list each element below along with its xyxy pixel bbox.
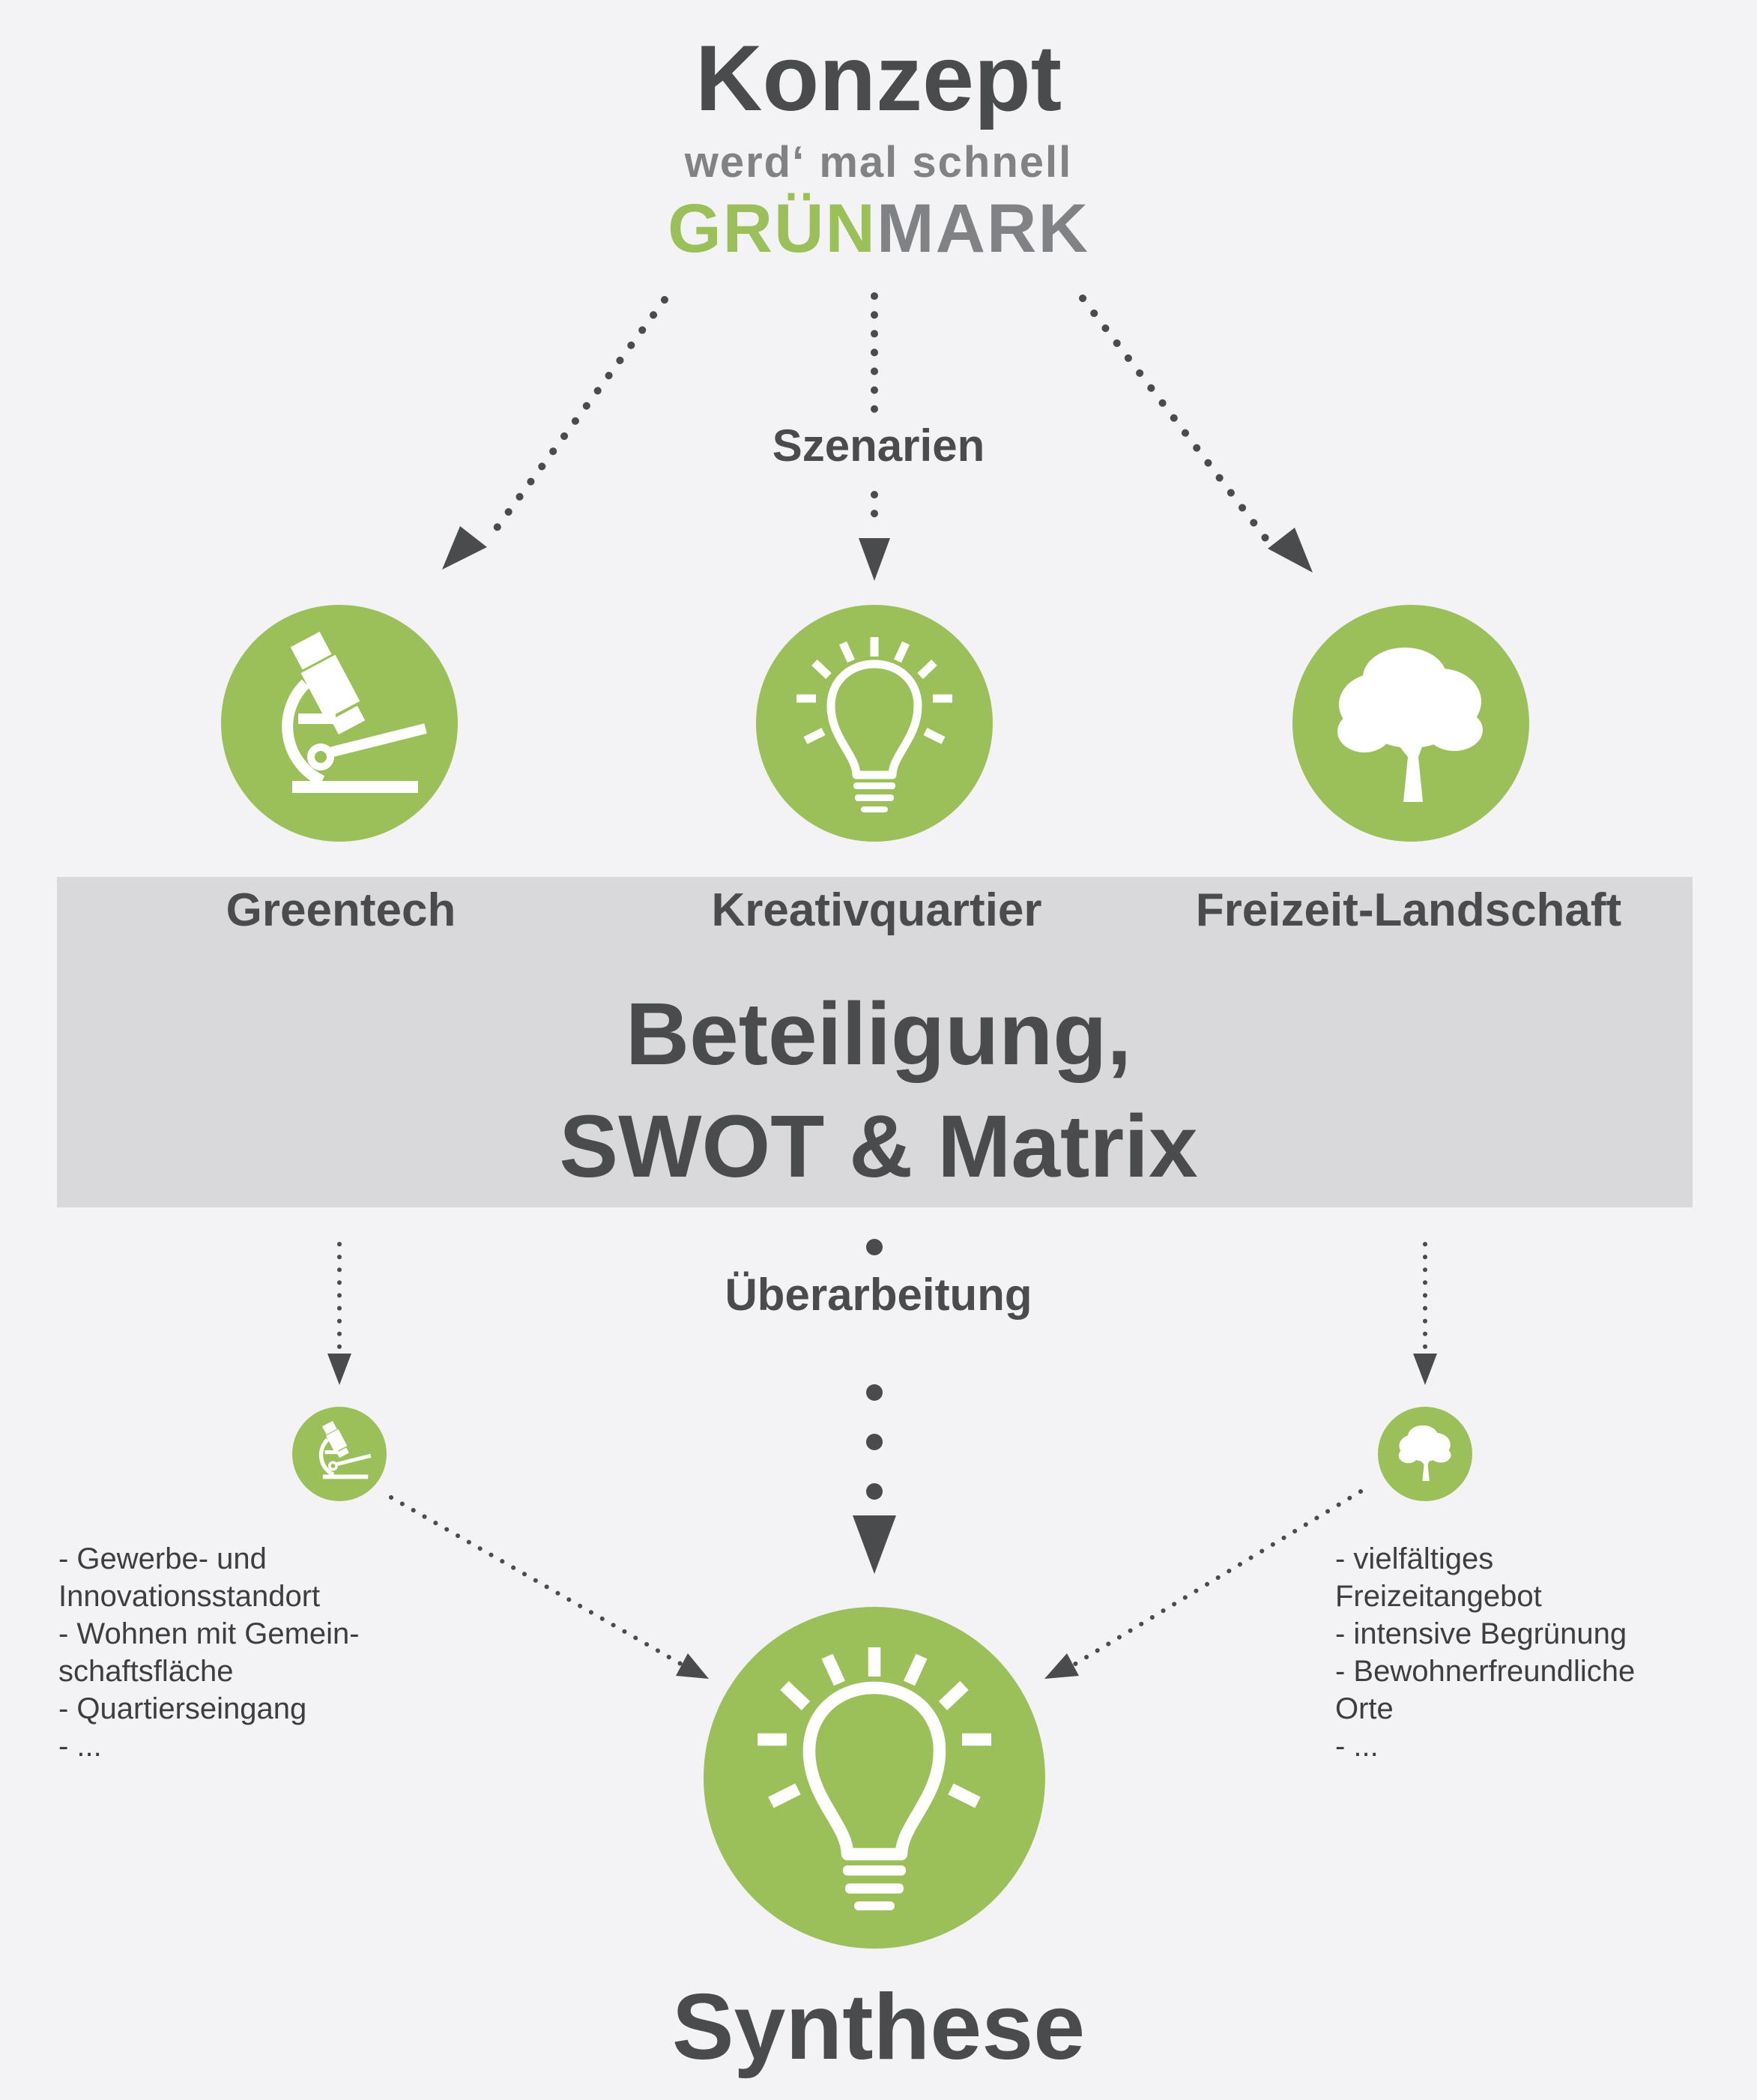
scenario-circle-freizeit bbox=[1292, 605, 1529, 842]
szenarien-label: Szenarien bbox=[772, 420, 985, 471]
brand-gray-part: MARK bbox=[876, 190, 1089, 267]
note-line: - Gewerbe- und bbox=[58, 1542, 267, 1575]
band-title-line1: Beteiligung, bbox=[625, 985, 1132, 1084]
note-line: Innovationsstandort bbox=[58, 1580, 321, 1613]
arrowhead-left-down bbox=[327, 1354, 351, 1385]
arrowhead-center-down bbox=[853, 1515, 896, 1574]
note-line: - ... bbox=[1335, 1730, 1379, 1763]
brand-logo: GRÜNMARK bbox=[0, 191, 1757, 266]
band-title: Beteiligung, SWOT & Matrix bbox=[0, 978, 1757, 1203]
ueberarbeitung-label: Überarbeitung bbox=[725, 1270, 1032, 1320]
arrowhead-right-down bbox=[1413, 1354, 1437, 1385]
arrowhead-to-synthese-right bbox=[1044, 1653, 1079, 1679]
brand-green-part: GRÜN bbox=[668, 190, 877, 267]
note-line: - Quartierseingang bbox=[58, 1692, 307, 1725]
participation-band bbox=[57, 877, 1693, 1207]
scenario-circle-greentech bbox=[221, 605, 458, 842]
note-line: schaftsfläche bbox=[58, 1655, 234, 1688]
band-title-line2: SWOT & Matrix bbox=[559, 1097, 1198, 1196]
note-line: Orte bbox=[1335, 1692, 1394, 1725]
note-line: - Bewohnerfreundliche bbox=[1335, 1655, 1636, 1688]
scenario-label-kreativquartier: Kreativquartier bbox=[711, 884, 1042, 936]
arrows-szenarien bbox=[442, 292, 1313, 581]
scenario-label-greentech: Greentech bbox=[226, 884, 456, 936]
notes-freizeit: - vielfältiges Freizeitangebot - intensi… bbox=[1335, 1540, 1725, 1765]
arrows-ueberarbeitung bbox=[327, 1239, 1437, 1679]
note-line: - ... bbox=[58, 1730, 102, 1763]
small-circle-greentech bbox=[292, 1407, 387, 1501]
synthese-circle bbox=[704, 1607, 1045, 1949]
note-line: - Wohnen mit Gemein- bbox=[58, 1617, 360, 1650]
tagline: werd‘ mal schnell bbox=[684, 138, 1073, 187]
small-circle-freizeit bbox=[1378, 1407, 1472, 1501]
note-line: - intensive Begrünung bbox=[1335, 1617, 1627, 1650]
notes-greentech: - Gewerbe- und Innovationsstandort - Woh… bbox=[58, 1540, 448, 1765]
arrowhead-center bbox=[859, 538, 890, 581]
note-line: Freizeitangebot bbox=[1335, 1580, 1542, 1613]
scenario-label-freizeit-landschaft: Freizeit-Landschaft bbox=[1195, 884, 1622, 936]
scenario-circle-kreativquartier bbox=[756, 605, 993, 842]
note-line: - vielfältiges bbox=[1335, 1542, 1494, 1575]
arrowhead-left bbox=[442, 526, 487, 570]
arrowhead-to-synthese-left bbox=[676, 1653, 709, 1679]
page-title: Konzept bbox=[695, 27, 1062, 130]
arrowhead-right bbox=[1268, 528, 1313, 573]
synthese-label: Synthese bbox=[671, 1976, 1086, 2079]
